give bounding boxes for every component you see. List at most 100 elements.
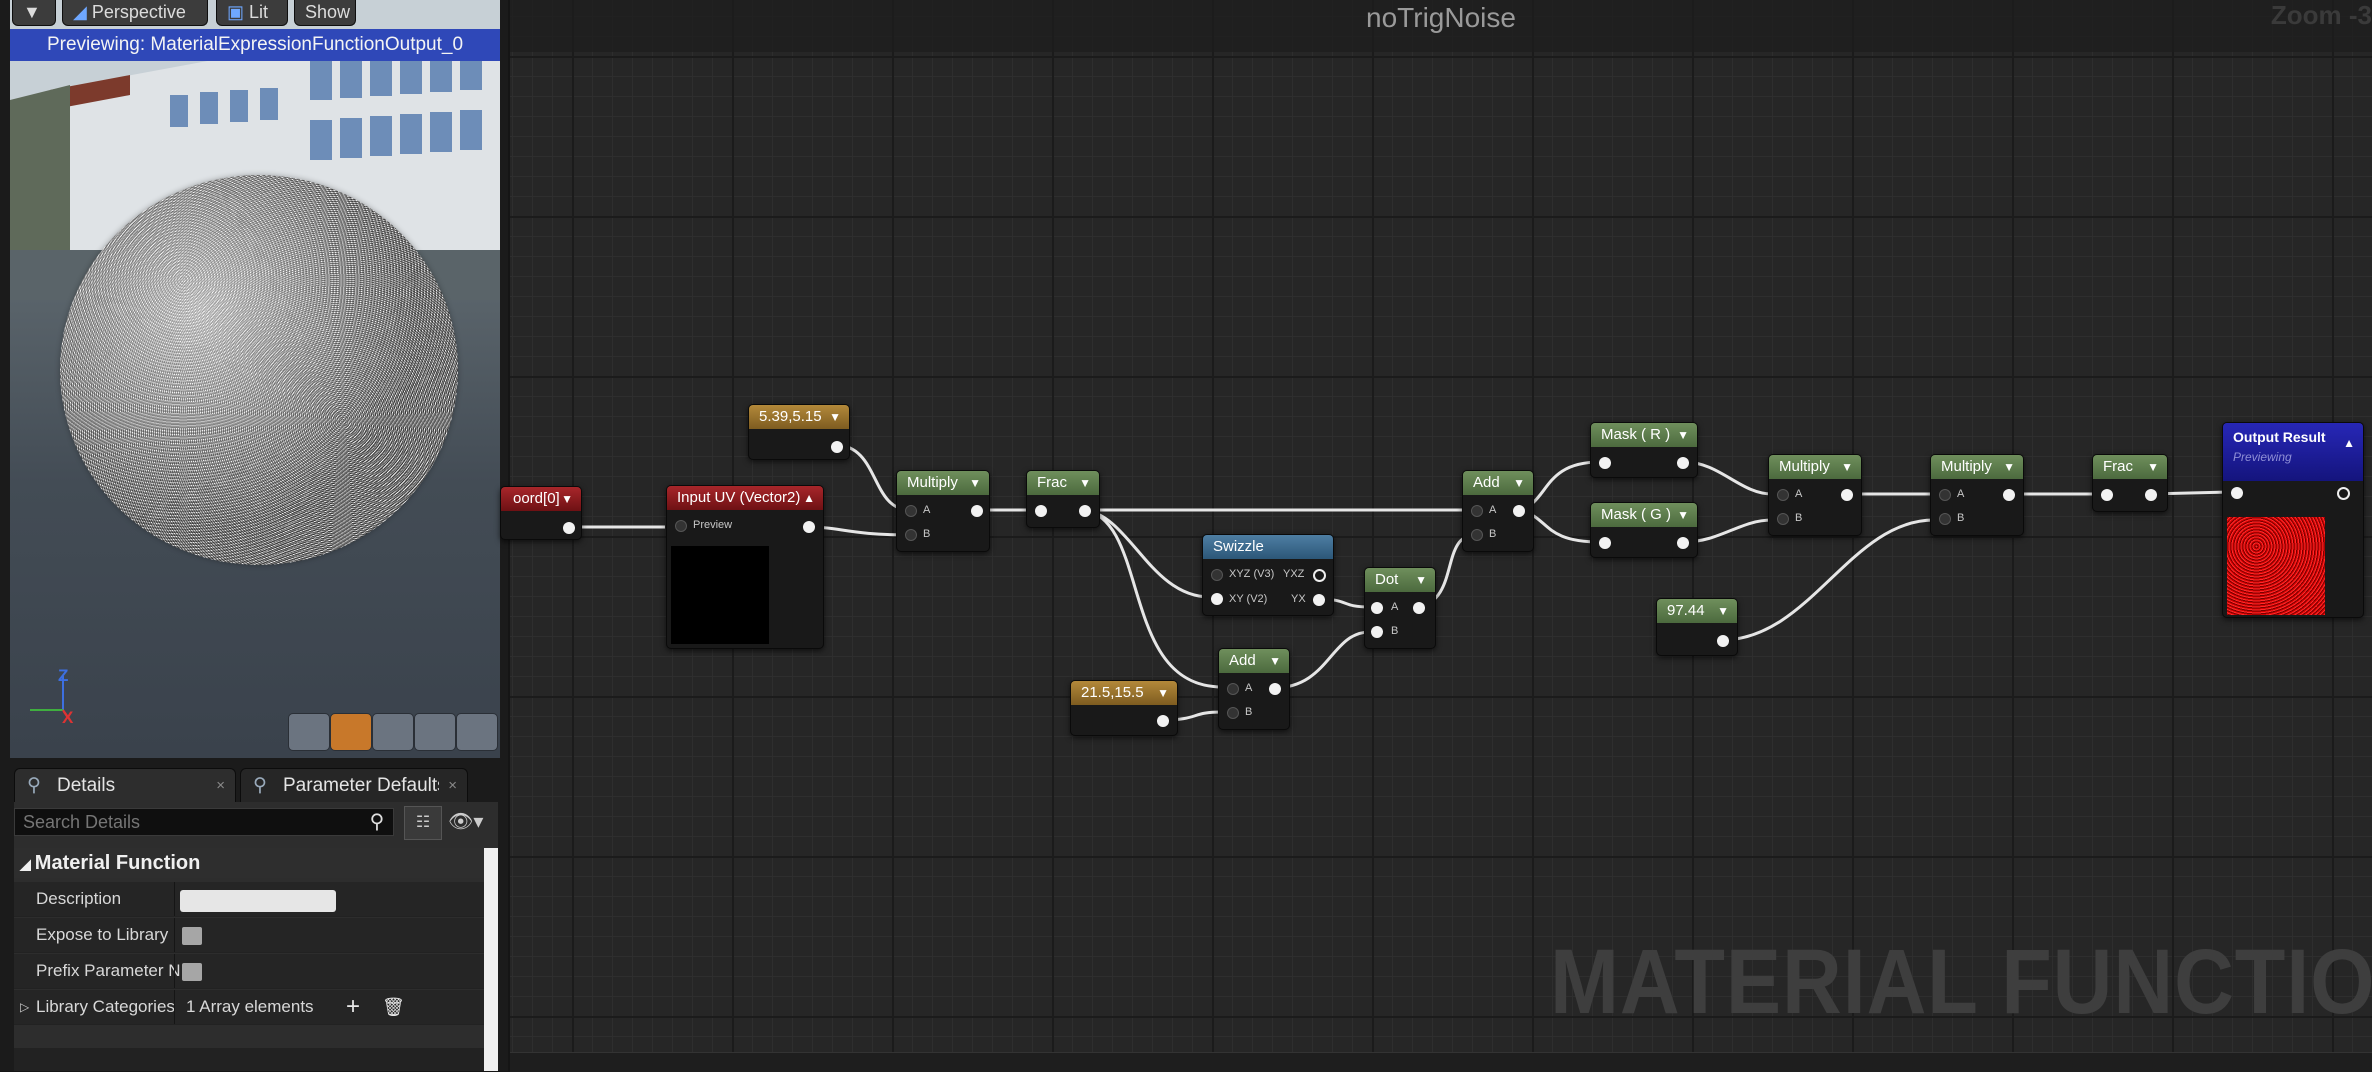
plane-preview-icon[interactable] <box>372 713 414 751</box>
input-pin[interactable] <box>1599 537 1611 549</box>
details-scrollbar[interactable] <box>484 848 498 1071</box>
constant-node-c[interactable]: 97.44▼ <box>1656 598 1738 656</box>
description-field[interactable] <box>180 890 336 912</box>
output-pin[interactable] <box>2003 489 2015 501</box>
input-b-pin[interactable] <box>1777 513 1789 525</box>
multiply-node-2[interactable]: Multiply▼ A B <box>1768 454 1862 536</box>
input-uv-title: Input UV (Vector2) <box>677 489 801 506</box>
close-icon[interactable]: × <box>448 777 457 794</box>
expose-to-library-checkbox[interactable] <box>182 927 202 945</box>
constant-b-value: 21.5,15.5 <box>1081 684 1144 701</box>
trash-icon[interactable]: 🗑 <box>382 997 405 1017</box>
close-icon[interactable]: × <box>216 777 225 794</box>
output-ring-pin[interactable] <box>2337 487 2350 500</box>
swizzle-input-2-pin[interactable] <box>1211 593 1223 605</box>
add-node-1[interactable]: Add▼ A B <box>1218 648 1290 730</box>
chevron-down-icon: ▼ <box>1157 686 1169 700</box>
wire-frac-swizzle <box>1083 508 1211 599</box>
constant2-node-b[interactable]: 21.5,15.5 ▼ <box>1070 680 1178 736</box>
input-b-pin[interactable] <box>1371 626 1383 638</box>
tab-parameter-defaults[interactable]: ⚲ Parameter Defaults × <box>240 768 468 803</box>
tab-details[interactable]: ⚲ Details × <box>14 768 236 803</box>
chevron-down-icon: ▼ <box>23 2 41 22</box>
cylinder-preview-icon[interactable] <box>288 713 330 751</box>
wire-const-multiply3 <box>1721 518 1935 642</box>
frac-node-2[interactable]: Frac▼ <box>2092 454 2168 512</box>
swizzle-node[interactable]: Swizzle XYZ (V3) YXZ XY (V2) YX <box>1202 534 1334 616</box>
output-previewing-label: Previewing <box>2233 450 2292 464</box>
search-details-input[interactable] <box>14 808 394 836</box>
add-element-button[interactable]: + <box>346 993 361 1020</box>
mask-g-node[interactable]: Mask ( G )▼ <box>1590 502 1698 558</box>
material-graph-canvas[interactable]: noTrigNoise Zoom -3 MATERIAL FUNCTION <box>500 0 2372 1072</box>
viewport-options-button[interactable]: ▼ <box>12 0 56 26</box>
output-pin[interactable] <box>1413 602 1425 614</box>
sphere-preview-icon[interactable] <box>330 713 372 751</box>
input-pin[interactable] <box>1035 505 1047 517</box>
swizzle-output-2-label: YX <box>1291 593 1306 605</box>
input-a-pin[interactable] <box>1227 683 1239 695</box>
input-a-pin[interactable] <box>1939 489 1951 501</box>
multiply-node-1[interactable]: Multiply▼ A B <box>896 470 990 552</box>
tab-parameter-defaults-label: Parameter Defaults <box>283 775 439 796</box>
material-function-section[interactable]: ◢Material Function <box>14 848 484 878</box>
swizzle-output-2-pin[interactable] <box>1313 594 1325 606</box>
frac-node-1[interactable]: Frac▼ <box>1026 470 1100 528</box>
output-pin[interactable] <box>1841 489 1853 501</box>
description-label: Description <box>36 889 122 908</box>
output-pin[interactable] <box>2145 489 2157 501</box>
prefix-parameter-checkbox[interactable] <box>182 963 202 981</box>
cube-preview-icon[interactable] <box>414 713 456 751</box>
input-a-pin[interactable] <box>1777 489 1789 501</box>
chevron-down-icon: ▼ <box>561 492 573 506</box>
perspective-label: Perspective <box>91 2 186 22</box>
preview-viewport[interactable]: ▼ ◢ Perspective ▣ Lit Show Previewing: M… <box>10 0 500 758</box>
output-pin[interactable] <box>1677 537 1689 549</box>
input-pin[interactable] <box>1599 457 1611 469</box>
output-pin[interactable] <box>971 505 983 517</box>
library-categories-label: Library Categories <box>36 997 175 1016</box>
input-a-pin[interactable] <box>905 505 917 517</box>
chevron-down-icon: ▼ <box>2147 460 2159 474</box>
output-pin[interactable] <box>1269 683 1281 695</box>
add-node-2[interactable]: Add▼ A B <box>1462 470 1534 552</box>
lit-button[interactable]: ▣ Lit <box>216 0 288 26</box>
swizzle-output-1-pin[interactable] <box>1313 569 1326 582</box>
expand-triangle-icon[interactable]: ▷ <box>20 1000 30 1014</box>
input-b-pin[interactable] <box>1471 529 1483 541</box>
dot-node[interactable]: Dot▼ A B <box>1364 567 1436 649</box>
visibility-eye-icon[interactable]: 👁▾ <box>448 811 484 833</box>
input-b-pin[interactable] <box>905 529 917 541</box>
input-pin[interactable] <box>2101 489 2113 501</box>
pin-a-label: A <box>1391 601 1399 613</box>
output-pin[interactable] <box>563 522 575 534</box>
constant2-node-a[interactable]: 5.39,5.15▼ <box>748 404 850 460</box>
next-section-header <box>14 1048 484 1071</box>
preview-pin[interactable] <box>675 520 687 532</box>
swizzle-input-1-pin[interactable] <box>1211 569 1223 581</box>
mesh-preview-icon[interactable] <box>456 713 498 751</box>
perspective-button[interactable]: ◢ Perspective <box>62 0 208 26</box>
output-pin[interactable] <box>831 441 843 453</box>
output-pin[interactable] <box>803 521 815 533</box>
collapse-up-icon: ▲ <box>2343 436 2355 450</box>
mask-r-node[interactable]: Mask ( R )▼ <box>1590 422 1698 478</box>
output-pin[interactable] <box>1513 505 1525 517</box>
wire-frac-add1 <box>1083 508 1223 689</box>
output-pin[interactable] <box>1157 715 1169 727</box>
input-a-pin[interactable] <box>1471 505 1483 517</box>
output-result-node[interactable]: Output Result Previewing ▲ <box>2222 422 2364 618</box>
multiply-node-3[interactable]: Multiply▼ A B <box>1930 454 2024 536</box>
input-b-pin[interactable] <box>1939 513 1951 525</box>
grid-view-icon[interactable]: ☷ <box>404 806 442 840</box>
input-pin[interactable] <box>2231 487 2243 499</box>
input-a-pin[interactable] <box>1371 602 1383 614</box>
output-pin[interactable] <box>1717 635 1729 647</box>
input-uv-node[interactable]: Input UV (Vector2)▲ Preview <box>666 485 824 649</box>
input-b-pin[interactable] <box>1227 707 1239 719</box>
output-pin[interactable] <box>1677 457 1689 469</box>
chevron-down-icon: ▼ <box>1415 573 1427 587</box>
texcoord-node[interactable]: oord[0]▼ <box>500 486 582 540</box>
show-button[interactable]: Show <box>294 0 356 26</box>
output-pin[interactable] <box>1079 505 1091 517</box>
